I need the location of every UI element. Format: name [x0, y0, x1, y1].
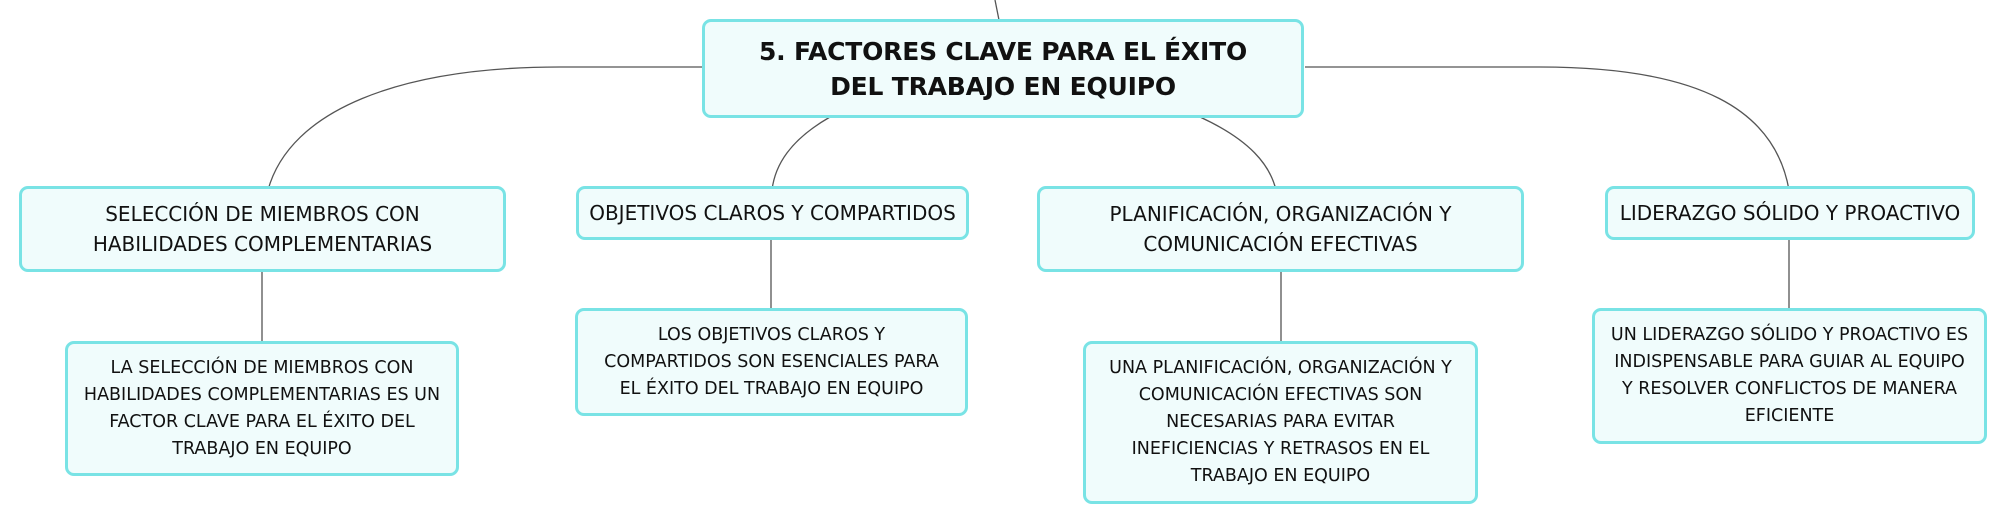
branch-topic-seleccion[interactable]: SELECCIÓN DE MIEMBROS CON HABILIDADES CO… [19, 186, 506, 272]
detail-topic-seleccion[interactable]: LA SELECCIÓN DE MIEMBROS CON HABILIDADES… [65, 341, 459, 476]
detail-topic-liderazgo[interactable]: UN LIDERAZGO SÓLIDO Y PROACTIVO ES INDIS… [1592, 308, 1987, 444]
central-topic[interactable]: 5. FACTORES CLAVE PARA EL ÉXITO DEL TRAB… [702, 19, 1304, 118]
branch-topic-objetivos[interactable]: OBJETIVOS CLAROS Y COMPARTIDOS [576, 186, 969, 240]
detail-topic-label: UN LIDERAZGO SÓLIDO Y PROACTIVO ES INDIS… [1610, 325, 1969, 426]
connector-branch-2 [771, 116, 831, 191]
detail-topic-label: LOS OBJETIVOS CLAROS Y COMPARTIDOS SON E… [604, 324, 939, 399]
central-topic-label: 5. FACTORES CLAVE PARA EL ÉXITO DEL TRAB… [758, 36, 1248, 101]
detail-topic-label: LA SELECCIÓN DE MIEMBROS CON HABILIDADES… [83, 357, 441, 459]
branch-topic-planificacion[interactable]: PLANIFICACIÓN, ORGANIZACIÓN Y COMUNICACI… [1037, 186, 1524, 272]
detail-topic-objetivos[interactable]: LOS OBJETIVOS CLAROS Y COMPARTIDOS SON E… [575, 308, 968, 416]
detail-topic-planificacion[interactable]: UNA PLANIFICACIÓN, ORGANIZACIÓN Y COMUNI… [1083, 341, 1478, 504]
branch-topic-liderazgo[interactable]: LIDERAZGO SÓLIDO Y PROACTIVO [1605, 186, 1975, 240]
branch-topic-label: LIDERAZGO SÓLIDO Y PROACTIVO [1619, 201, 1961, 225]
branch-topic-label: OBJETIVOS CLAROS Y COMPARTIDOS [589, 201, 956, 225]
detail-topic-label: UNA PLANIFICACIÓN, ORGANIZACIÓN Y COMUNI… [1109, 358, 1452, 486]
connector-branch-4 [1305, 66, 1790, 191]
connector-parent [994, 0, 1000, 21]
connector-branch-3 [1199, 116, 1277, 191]
branch-topic-label: SELECCIÓN DE MIEMBROS CON HABILIDADES CO… [92, 202, 433, 256]
branch-topic-label: PLANIFICACIÓN, ORGANIZACIÓN Y COMUNICACI… [1109, 202, 1452, 256]
connector-branch-1 [267, 66, 705, 191]
